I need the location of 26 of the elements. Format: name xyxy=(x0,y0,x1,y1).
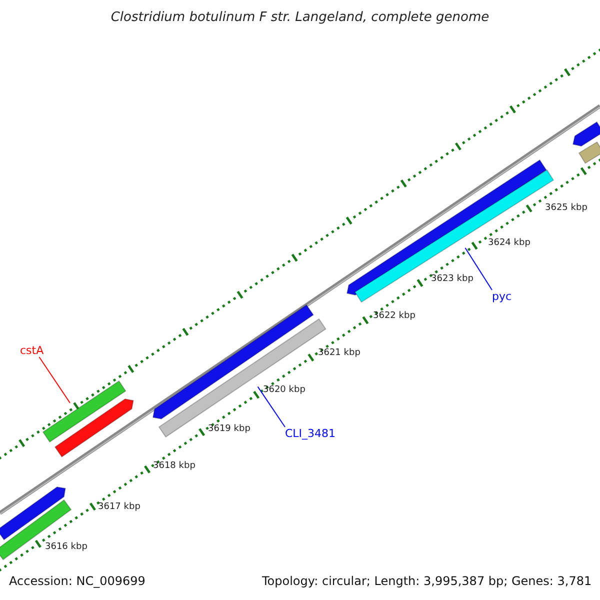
tick-label: 3625 kbp xyxy=(545,203,588,213)
gene-bar xyxy=(0,500,72,560)
gene-label: CLI_3481 xyxy=(285,427,336,440)
gene-bar xyxy=(54,399,133,457)
tick-label: 3617 kbp xyxy=(98,502,140,512)
gene-label: cstA xyxy=(20,344,44,357)
leader-line xyxy=(464,247,492,290)
tick-label: 3622 kbp xyxy=(373,311,416,321)
tick-label: 3621 kbp xyxy=(318,348,360,358)
tick-label: 3618 kbp xyxy=(153,461,196,471)
gene-bar xyxy=(578,142,600,164)
gene-bar xyxy=(0,487,65,540)
tick-label: 3619 kbp xyxy=(208,424,250,434)
accession-note: Accession: NC_009699 xyxy=(9,574,146,588)
leader-line xyxy=(38,356,70,404)
leader-line xyxy=(257,386,286,428)
genome-stats: Topology: circular; Length: 3,995,387 bp; Genes: 3,781 xyxy=(262,574,592,588)
tick-label: 3616 kbp xyxy=(45,542,88,552)
gene-bar xyxy=(572,122,600,146)
gene-bar xyxy=(42,381,126,442)
gene-label: pyc xyxy=(492,290,512,303)
gene-bar xyxy=(153,305,314,419)
tick-label: 3624 kbp xyxy=(488,238,530,248)
tick-label: 3623 kbp xyxy=(431,274,474,284)
diagram-title: Clostridium botulinum F str. Langeland, complete genome xyxy=(110,10,490,25)
tick-label: 3620 kbp xyxy=(263,385,306,395)
